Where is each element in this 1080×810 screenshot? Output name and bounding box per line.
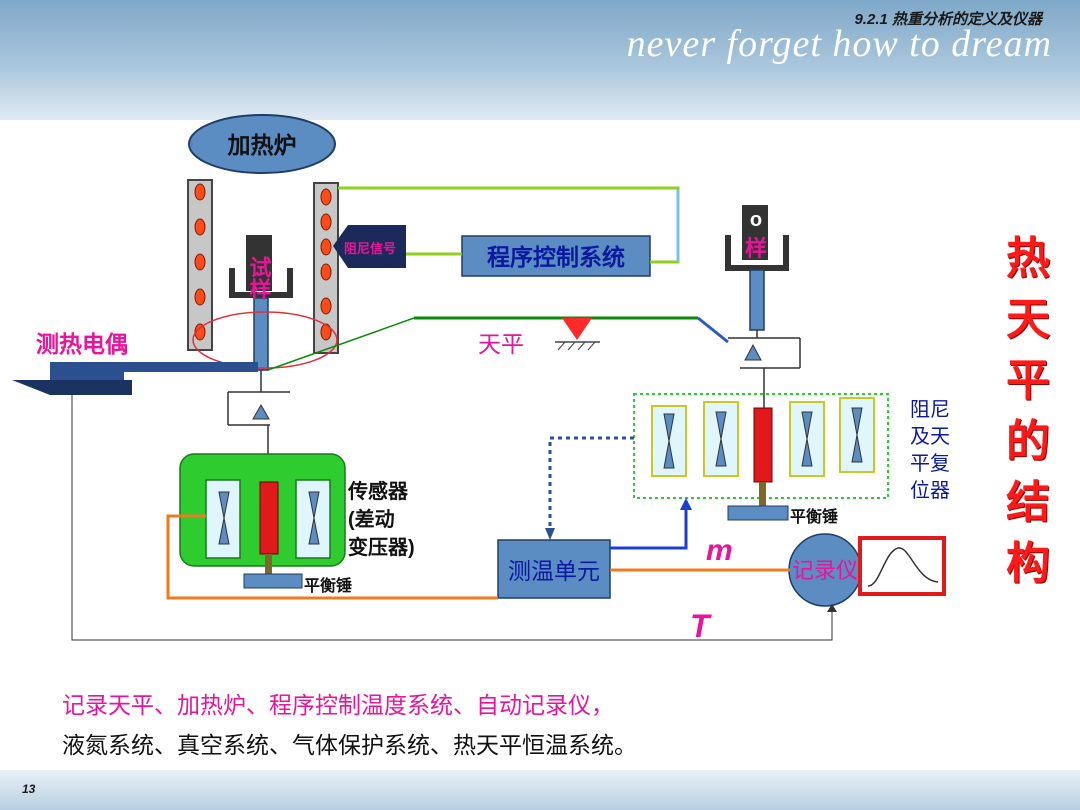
thermocouple-label: 测热电偶 xyxy=(36,331,128,357)
page-number: 13 xyxy=(22,782,36,796)
note-line-1: 记录天平、加热炉、程序控制温度系统、自动记录仪， xyxy=(62,692,614,718)
knife-edge-right xyxy=(744,343,762,361)
damping-signal-label: 阻尼信号 xyxy=(344,241,396,256)
thermocouple-arrow-tip xyxy=(12,380,132,395)
sample-pan-left xyxy=(229,268,293,298)
sample-pan-right xyxy=(725,235,789,271)
wire-thermocouple-recorder xyxy=(71,395,833,641)
sample-label-right-top: o xyxy=(750,209,762,231)
damping-reset-box xyxy=(633,393,889,499)
sample-crucible-right xyxy=(742,205,768,260)
header-banner xyxy=(0,0,1080,120)
sample-label-left: 试样 xyxy=(247,256,272,300)
vertical-title: 热天平的结构 xyxy=(1006,233,1050,589)
temp-unit-label: 测温单元 xyxy=(508,558,600,584)
recorder-curve xyxy=(867,547,939,587)
counterweight-left-label: 平衡锤 xyxy=(304,576,352,595)
hang-rod-right xyxy=(749,269,765,331)
sample-label-right: 样 xyxy=(745,236,767,261)
program-control-box xyxy=(461,235,651,277)
damping-core xyxy=(753,407,773,483)
damping-signal-shape xyxy=(333,225,406,268)
balance-label: 天平 xyxy=(478,331,524,357)
furnace-label: 加热炉 xyxy=(227,132,297,158)
footer-banner xyxy=(0,770,1080,810)
counterweight-right-bar xyxy=(727,505,789,521)
sensor-label-1: 传感器 xyxy=(347,479,409,503)
program-control-label: 程序控制系统 xyxy=(487,244,625,270)
furnace-label-ellipse xyxy=(188,114,336,174)
balance-fulcrum xyxy=(562,318,592,340)
section-title: 9.2.1 热重分析的定义及仪器 xyxy=(854,11,1042,28)
damping-reset-label-2: 及天 xyxy=(910,426,950,448)
hang-rod-left xyxy=(253,297,269,371)
wire-sensor-temp xyxy=(166,514,498,600)
focus-ellipse xyxy=(192,311,338,369)
temp-unit-box xyxy=(497,539,611,599)
sensor-label-3: 变压器) xyxy=(348,535,415,559)
counterweight-right-label: 平衡锤 xyxy=(790,507,838,526)
damping-reset-label-1: 阻尼 xyxy=(910,398,950,421)
mass-symbol: m xyxy=(706,534,733,567)
balance-beam-right xyxy=(697,316,729,344)
sensor-label-2: (差动 xyxy=(348,507,395,531)
sensor-core xyxy=(259,481,279,555)
damping-reset-label-3: 平复 xyxy=(910,452,950,475)
damping-coils xyxy=(651,397,875,477)
signal-dotted xyxy=(548,436,634,530)
signal-mass xyxy=(610,508,688,550)
counterweight-left-bar xyxy=(243,573,303,589)
heating-elements xyxy=(194,183,332,341)
recorder-chart xyxy=(858,536,946,596)
fulcrum-hatch xyxy=(557,341,596,351)
recorder-label: 记录仪 xyxy=(792,558,858,583)
slogan: never forget how to dream xyxy=(626,23,1052,65)
knife-edge-left xyxy=(252,403,270,420)
temp-symbol: T xyxy=(690,608,712,644)
damping-reset-label-4: 位器 xyxy=(910,479,950,502)
sample-crucible-left xyxy=(246,235,272,291)
note-line-2: 液氮系统、真空系统、气体保护系统、热天平恒温系统。 xyxy=(62,732,637,758)
